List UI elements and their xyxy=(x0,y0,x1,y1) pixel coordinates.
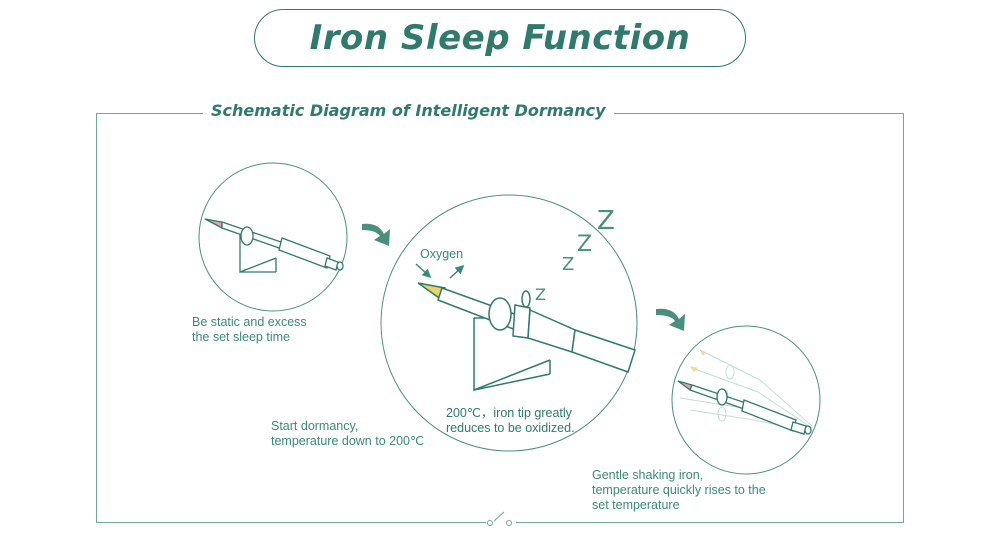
inner-note-line2: reduces to be oxidized. xyxy=(446,421,575,435)
sleep-z-4: Z xyxy=(597,206,615,236)
inner-note: 200℃，iron tip greatly reduces to be oxid… xyxy=(446,406,575,436)
step2-caption-line2: temperature down to 200℃ xyxy=(271,434,425,448)
arrow-icon xyxy=(656,308,685,331)
frame-gap-ornament xyxy=(487,511,512,526)
step1-caption-line2: the set sleep time xyxy=(192,330,290,344)
page-title: Iron Sleep Function xyxy=(309,18,691,58)
step1-caption-line1: Be static and excess xyxy=(192,315,307,329)
arrow-icon xyxy=(362,223,390,246)
step2-caption: Start dormancy, temperature down to 200℃ xyxy=(271,419,424,449)
soldering-iron-icon xyxy=(677,380,812,435)
inner-note-line1: 200℃，iron tip greatly xyxy=(446,406,572,420)
frame-gap xyxy=(486,518,516,528)
sleep-z-2: Z xyxy=(562,254,574,275)
sleep-z-3: Z xyxy=(577,232,592,257)
step3-circle xyxy=(671,325,821,475)
step1-circle xyxy=(198,162,348,312)
step1-caption: Be static and excess the set sleep time xyxy=(192,315,307,345)
step3-caption: Gentle shaking iron, temperature quickly… xyxy=(592,468,766,513)
sleep-z-icon: Z Z Z Z xyxy=(535,206,615,304)
step3-caption-line1: Gentle shaking iron, xyxy=(592,468,704,482)
diagram-subtitle: Schematic Diagram of Intelligent Dormanc… xyxy=(203,101,614,120)
step2-circle: Z Z Z Z xyxy=(380,194,638,452)
soldering-iron-icon xyxy=(204,218,344,273)
step2-caption-line1: Start dormancy, xyxy=(271,419,359,433)
soldering-iron-icon xyxy=(417,282,636,392)
step3-caption-line2: temperature quickly rises to the xyxy=(592,483,766,497)
oxygen-label: Oxygen xyxy=(420,247,464,261)
sleep-z-1: Z xyxy=(535,285,546,304)
step3-caption-line3: set temperature xyxy=(592,498,680,512)
title-pill: Iron Sleep Function xyxy=(254,9,746,67)
oxygen-arrow-icon xyxy=(415,263,465,279)
